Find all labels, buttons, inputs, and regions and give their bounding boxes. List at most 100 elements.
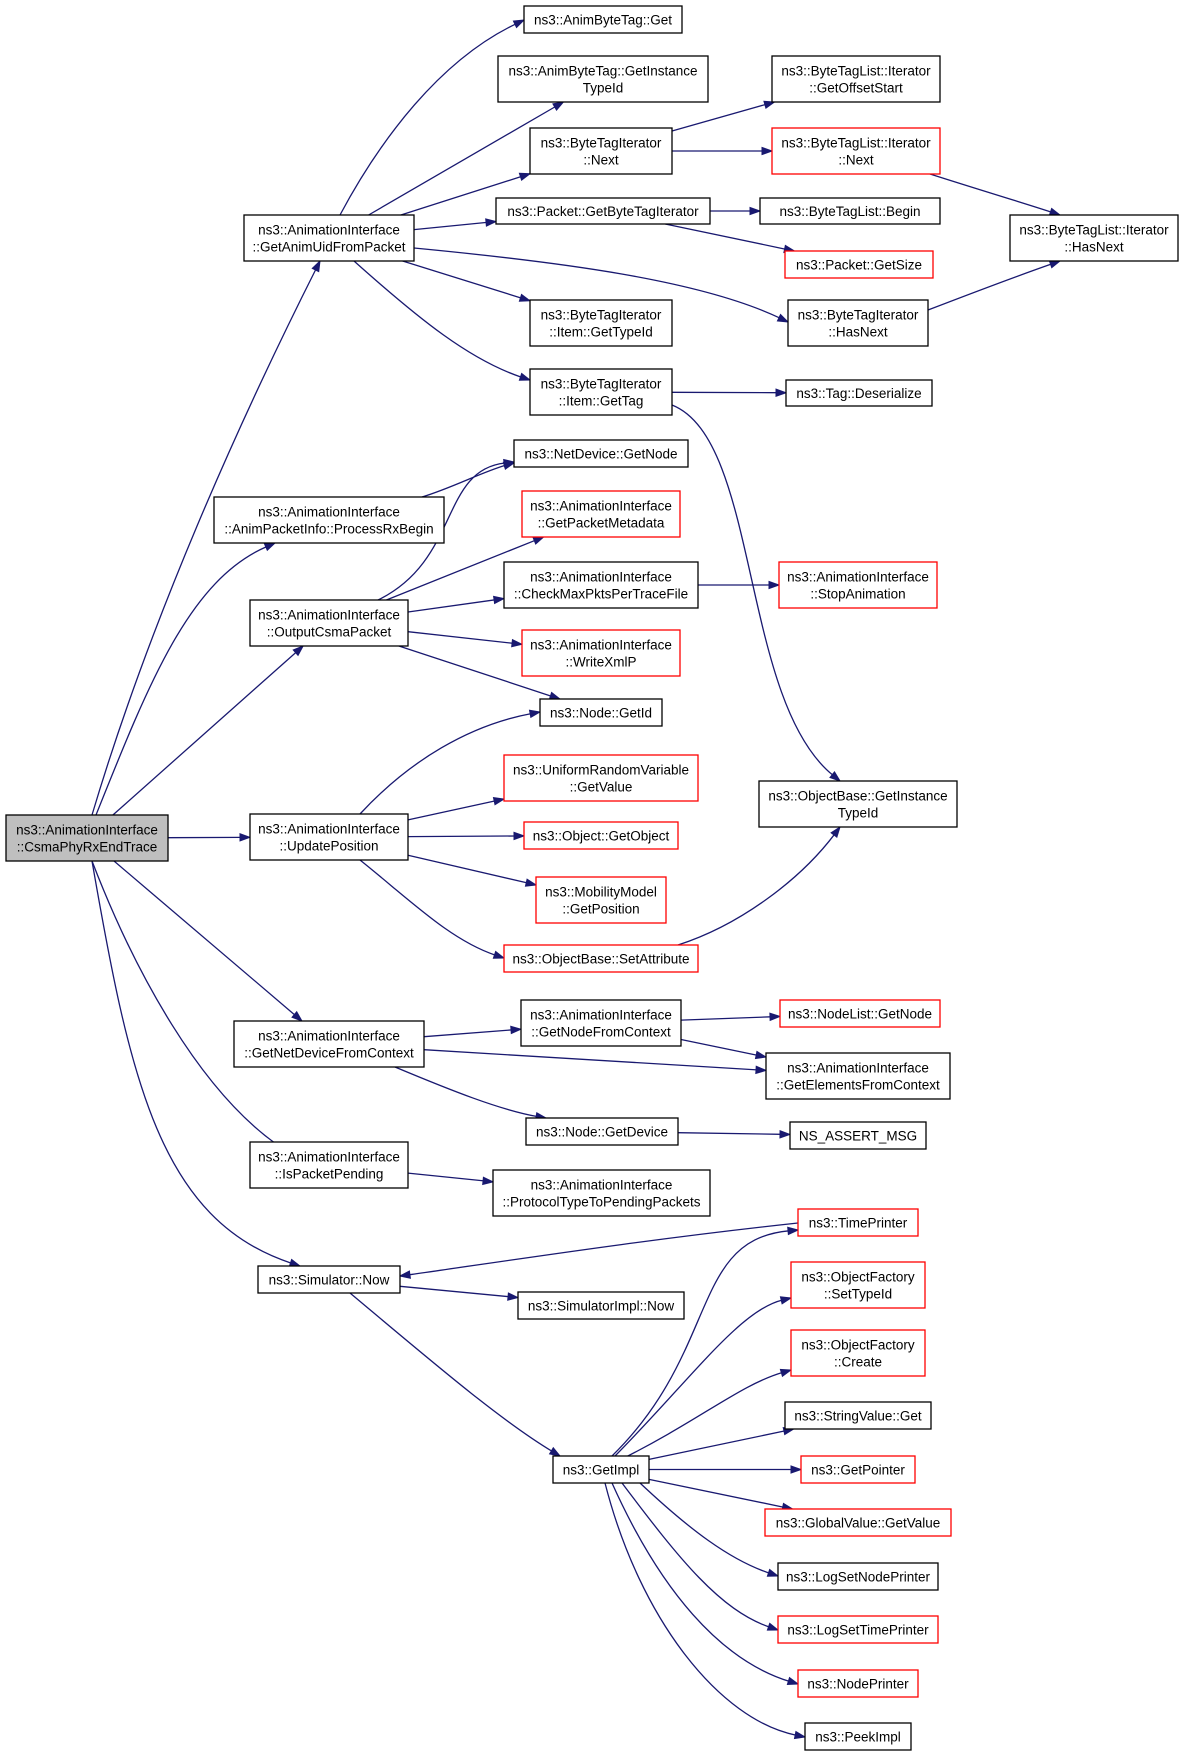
edge-line (421, 464, 506, 498)
node-box (517, 1291, 685, 1320)
node-simulator-now[interactable]: ns3::Simulator::Now (257, 1265, 401, 1294)
node-label-line: ::UpdatePosition (279, 839, 378, 854)
node-peek-impl[interactable]: ns3::PeekImpl (804, 1722, 912, 1751)
node-get-elements-from-context[interactable]: ns3::AnimationInterface::GetElementsFrom… (765, 1052, 951, 1100)
node-box (764, 1508, 952, 1537)
node-log-set-time-printer[interactable]: ns3::LogSetTimePrinter (777, 1615, 939, 1644)
edge-update_position-to-uniform_random_variable_get_value (407, 797, 506, 821)
node-node-list-get-node[interactable]: ns3::NodeList::GetNode (779, 999, 941, 1028)
edge-line (407, 800, 496, 821)
edge-line (677, 833, 836, 946)
node-tag-deserialize[interactable]: ns3::Tag::Deserialize (785, 379, 933, 407)
node-get-net-device-from-context[interactable]: ns3::AnimationInterface::GetNetDeviceFro… (233, 1020, 425, 1068)
edge-line (386, 539, 536, 601)
edge-line (399, 1285, 510, 1298)
node-box (249, 1141, 409, 1189)
edge-update_position-to-node_get_id (359, 709, 542, 815)
node-label-line: ns3::AnimationInterface (258, 608, 400, 623)
node-node-printer[interactable]: ns3::NodePrinter (797, 1669, 919, 1698)
node-stop-animation[interactable]: ns3::AnimationInterface::StopAnimation (778, 561, 938, 609)
node-label-line: ::WriteXmlP (565, 655, 636, 670)
edge-line (339, 23, 517, 216)
node-label-line: ::OutputCsmaPacket (267, 625, 392, 640)
node-global-value-get-value[interactable]: ns3::GlobalValue::GetValue (764, 1508, 952, 1537)
node-output-csma-packet[interactable]: ns3::AnimationInterface::OutputCsmaPacke… (249, 599, 409, 647)
arrow-head-icon (829, 771, 842, 782)
edge-line (604, 1482, 797, 1736)
node-get-impl[interactable]: ns3::GetImpl (552, 1455, 650, 1484)
node-get-node-from-context[interactable]: ns3::AnimationInterface::GetNodeFromCont… (520, 999, 682, 1047)
node-box (520, 999, 682, 1047)
node-label-line: ns3::AnimationInterface (787, 1061, 929, 1076)
node-object-base-set-attribute[interactable]: ns3::ObjectBase::SetAttribute (503, 944, 699, 973)
node-byte-tag-list-iterator-next[interactable]: ns3::ByteTagList::Iterator::Next (771, 127, 941, 175)
node-object-factory-set-type-id[interactable]: ns3::ObjectFactory::SetTypeId (790, 1261, 926, 1309)
node-net-device-get-node[interactable]: ns3::NetDevice::GetNode (513, 439, 689, 468)
node-label-line: ns3::Simulator::Now (269, 1273, 390, 1288)
node-box (503, 754, 699, 802)
node-write-xml-p[interactable]: ns3::AnimationInterface::WriteXmlP (521, 629, 681, 677)
node-node-get-device[interactable]: ns3::Node::GetDevice (525, 1117, 679, 1146)
node-protocol-type-to-pending-packets[interactable]: ns3::AnimationInterface::ProtocolTypeToP… (492, 1169, 711, 1217)
node-label-line: ::GetElementsFromContext (776, 1078, 940, 1093)
node-byte-tag-list-iterator-get-offset-start[interactable]: ns3::ByteTagList::Iterator::GetOffsetSta… (771, 55, 941, 103)
node-box (249, 599, 409, 647)
node-anim-byte-tag-get[interactable]: ns3::AnimByteTag::Get (523, 5, 683, 34)
node-byte-tag-iterator-item-get-tag[interactable]: ns3::ByteTagIterator::Item::GetTag (529, 368, 673, 416)
node-box (784, 1401, 932, 1430)
node-time-printer[interactable]: ns3::TimePrinter (797, 1208, 919, 1237)
arrow-head-icon (763, 100, 776, 110)
node-is-packet-pending[interactable]: ns3::AnimationInterface::IsPacketPending (249, 1141, 409, 1189)
node-label-line: ns3::ByteTagIterator (541, 308, 662, 323)
edge-simulator_now-to-simulator_impl_now (399, 1285, 520, 1301)
edge-get_impl-to-object_factory_set_type_id (614, 1296, 793, 1457)
node-object-get-object[interactable]: ns3::Object::GetObject (523, 821, 679, 850)
edge-output_csma_packet-to-net_device_get_node (377, 458, 516, 601)
edge-line (407, 631, 514, 644)
edge-line (680, 1016, 772, 1021)
node-box (529, 299, 673, 347)
node-mobility-model-get-position[interactable]: ns3::MobilityModel::GetPosition (535, 876, 667, 924)
edge-anim_packet_info_process_rx_begin-to-net_device_get_node (421, 461, 516, 498)
edge-output_csma_packet-to-check_max_pkts_per_trace_file (407, 595, 506, 613)
node-packet-get-byte-tag-iterator[interactable]: ns3::Packet::GetByteTagIterator (495, 197, 711, 225)
node-label-line: ns3::AnimByteTag::Get (534, 13, 672, 28)
node-get-packet-metadata[interactable]: ns3::AnimationInterface::GetPacketMetada… (521, 490, 681, 538)
node-byte-tag-iterator-next[interactable]: ns3::ByteTagIterator::Next (529, 127, 673, 175)
node-anim-packet-info-process-rx-begin[interactable]: ns3::AnimationInterface::AnimPacketInfo:… (213, 496, 445, 544)
arrow-head-icon (482, 1176, 495, 1186)
node-get-pointer[interactable]: ns3::GetPointer (800, 1455, 916, 1484)
node-byte-tag-iterator-item-get-type-id[interactable]: ns3::ByteTagIterator::Item::GetTypeId (529, 299, 673, 347)
node-node-get-id[interactable]: ns3::Node::GetId (539, 698, 663, 727)
node-update-position[interactable]: ns3::AnimationInterface::UpdatePosition (249, 813, 409, 861)
edge-line (619, 1371, 783, 1461)
node-object-factory-create[interactable]: ns3::ObjectFactory::Create (790, 1329, 926, 1377)
node-uniform-random-variable-get-value[interactable]: ns3::UniformRandomVariable::GetValue (503, 754, 699, 802)
node-check-max-pkts-per-trace-file[interactable]: ns3::AnimationInterface::CheckMaxPktsPer… (503, 561, 699, 609)
node-label-line: ns3::LogSetTimePrinter (787, 1623, 929, 1638)
arrow-head-icon (548, 691, 562, 700)
node-string-value-get[interactable]: ns3::StringValue::Get (784, 1401, 932, 1430)
node-byte-tag-list-begin[interactable]: ns3::ByteTagList::Begin (759, 197, 941, 225)
arrow-head-icon (528, 709, 542, 719)
node-byte-tag-iterator-has-next[interactable]: ns3::ByteTagIterator::HasNext (787, 299, 929, 347)
arrow-head-icon (503, 458, 516, 468)
node-label-line: ns3::ObjectFactory (801, 1270, 915, 1285)
node-csma-phy-rx-end-trace[interactable]: ns3::AnimationInterface::CsmaPhyRxEndTra… (5, 814, 169, 862)
node-packet-get-size[interactable]: ns3::Packet::GetSize (784, 250, 934, 279)
arrow-head-icon (507, 1292, 520, 1301)
node-get-anim-uid-from-packet[interactable]: ns3::AnimationInterface::GetAnimUidFromP… (243, 214, 415, 262)
node-label-line: ns3::AnimationInterface (258, 1150, 400, 1165)
node-log-set-node-printer[interactable]: ns3::LogSetNodePrinter (777, 1562, 939, 1591)
node-ns-assert-msg[interactable]: NS_ASSERT_MSG (789, 1121, 927, 1150)
node-byte-tag-list-iterator-has-next[interactable]: ns3::ByteTagList::Iterator::HasNext (1009, 214, 1179, 262)
node-label-line: ::GetNodeFromContext (531, 1025, 671, 1040)
node-label-line: ::CheckMaxPktsPerTraceFile (514, 587, 688, 602)
node-simulator-impl-now[interactable]: ns3::SimulatorImpl::Now (517, 1291, 685, 1320)
node-label-line: ns3::ByteTagIterator (541, 136, 662, 151)
edge-is_packet_pending-to-protocol_type_to_pending_packets (407, 1172, 495, 1186)
node-label-line: ns3::ByteTagList::Iterator (781, 136, 931, 151)
node-label-line: ns3::AnimByteTag::GetInstance (508, 64, 697, 79)
